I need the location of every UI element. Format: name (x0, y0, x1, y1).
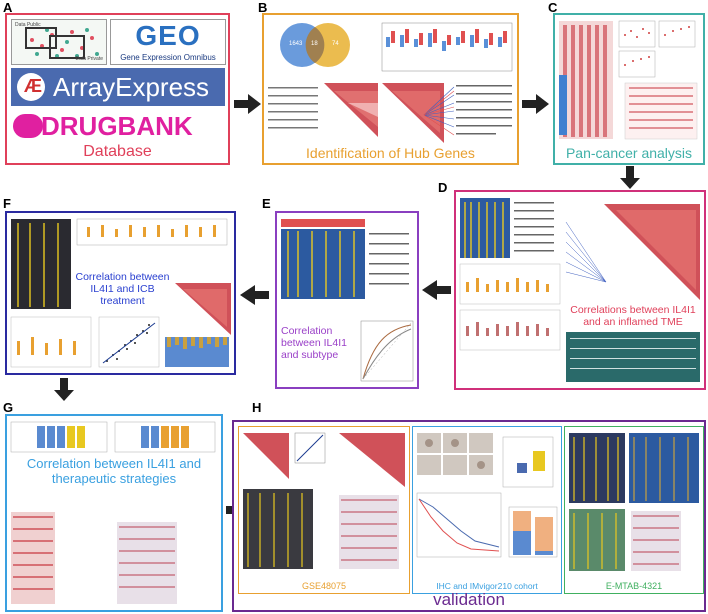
panel-c-pan-cancer: Pan-cancer analysis (553, 13, 705, 165)
drugbank-pill-icon (13, 114, 43, 138)
gse48075-figure (243, 432, 405, 569)
arrow-e-to-f-icon (240, 285, 269, 305)
arrow-f-to-g-icon (54, 378, 74, 401)
panel-label-h: H (252, 400, 262, 415)
panel-f-figure (10, 218, 231, 368)
panel-label-b: B (258, 0, 268, 15)
panel-label-d: D (438, 180, 448, 195)
geo-subtitle: Gene Expression Omnibus (120, 53, 216, 62)
panel-f-caption: Correlation between IL4I1 and ICB treatm… (75, 271, 170, 307)
data-public-private-logo: Data Public Data Private (11, 19, 107, 65)
panel-a-database: Data Public Data Private GEO Gene Expres… (5, 13, 230, 165)
drugbank-logo: DRUGBANK (11, 111, 225, 141)
data-private-label: Data Private (75, 56, 103, 62)
arrayexpress-logo: Æ ArrayExpress (11, 68, 225, 106)
panel-d-inflamed-tme: Correlations between IL4I1 and an inflam… (454, 190, 706, 390)
panel-label-e: E (262, 196, 271, 211)
panel-label-a: A (3, 0, 13, 15)
panel-c-figure (559, 20, 698, 140)
panel-e-caption: Correlation between IL4I1 and subtype (281, 325, 347, 361)
panel-g-caption: Correlation between IL4I1 and therapeuti… (26, 456, 202, 486)
ihc-imvigor-subpanel: IHC and IMvigor210 cohort (412, 426, 562, 594)
venn-left-count: 1643 (289, 41, 303, 47)
panel-d-figure (459, 198, 700, 382)
panel-e-figure (281, 219, 414, 382)
panel-h-validation: GSE48075 IHC and IMvigor210 cohort (232, 420, 706, 612)
arrayexpress-title: ArrayExpress (53, 72, 210, 102)
panel-label-f: F (3, 196, 11, 211)
panel-b-hub-genes: 1643 18 74 Identification of Hub Genes (262, 13, 519, 165)
panel-label-g: G (3, 400, 14, 415)
panel-c-caption: Pan-cancer analysis (565, 145, 693, 161)
panel-label-c: C (548, 0, 558, 15)
emtab4321-caption: E-MTAB-4321 (605, 581, 663, 591)
venn-mid-count: 18 (311, 41, 318, 47)
geo-title: GEO (135, 20, 201, 51)
emtab4321-subpanel: E-MTAB-4321 (564, 426, 704, 594)
arrow-a-to-b-icon (234, 94, 261, 114)
panel-g-figure (10, 421, 216, 604)
panel-g-therapeutic: Correlation between IL4I1 and therapeuti… (5, 414, 223, 612)
panel-d-caption: Correlations between IL4I1 and an inflam… (570, 304, 696, 328)
data-public-label: Data Public (15, 22, 41, 28)
panel-b-caption: Identification of Hub Genes (306, 145, 475, 161)
geo-logo: GEO Gene Expression Omnibus (110, 19, 226, 65)
venn-right-count: 74 (332, 41, 339, 47)
panel-e-subtype: Correlation between IL4I1 and subtype (275, 211, 419, 389)
arrow-c-to-d-icon (620, 166, 640, 189)
arrow-d-to-e-icon (422, 280, 451, 300)
panel-f-icb: Correlation between IL4I1 and ICB treatm… (5, 211, 236, 375)
drugbank-title: DRUGBANK (41, 111, 193, 141)
panel-a-caption: Database (83, 143, 152, 160)
panel-b-figure (268, 22, 513, 143)
ihc-imvigor-figure (416, 433, 558, 558)
data-public-private-icon (25, 27, 99, 59)
arrayexpress-icon: Æ (17, 73, 45, 101)
gse48075-caption: GSE48075 (301, 581, 347, 591)
panel-h-caption: validation (433, 590, 505, 609)
gse48075-subpanel: GSE48075 (238, 426, 410, 594)
emtab4321-figure (569, 433, 699, 571)
arrow-b-to-c-icon (522, 94, 549, 114)
ihc-imvigor-caption: IHC and IMvigor210 cohort (436, 581, 538, 591)
